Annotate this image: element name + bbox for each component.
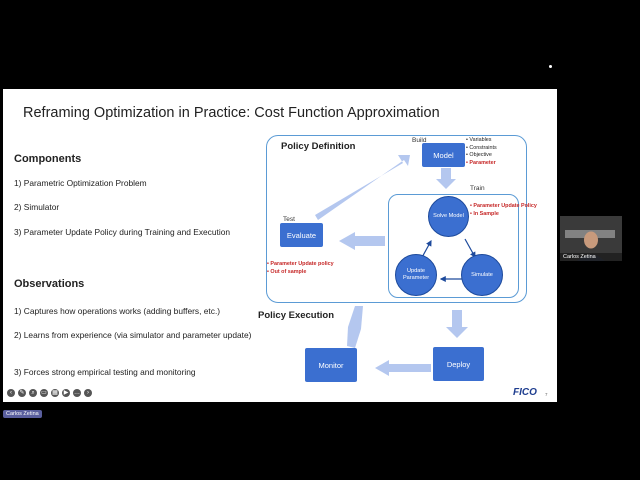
arrow-deploy-to-monitor [375,360,431,376]
evaluate-box: Evaluate [280,223,323,247]
model-list-item-parameter: • Parameter [466,159,496,166]
model-list: • Variables • Constraints • Objective • … [466,137,497,167]
arrow-model-to-solve [436,168,456,189]
model-list-item: • Objective [466,152,492,158]
observation-item-1: 1) Captures how operations works (adding… [14,306,221,316]
policy-definition-container [266,135,527,303]
train-label: Train [470,185,485,192]
evaluate-list: • Parameter Update policy • Out of sampl… [267,261,334,276]
simulate-node: Simulate [461,254,503,296]
evaluate-list-item: • Parameter Update policy [267,261,334,267]
component-item-3: 3) Parameter Update Policy during Traini… [14,227,231,237]
solve-list-item: • Parameter Update Policy [470,203,537,209]
component-item-1: 1) Parametric Optimization Problem [14,178,147,188]
train-container [388,194,519,298]
deploy-box: Deploy [433,347,484,381]
solve-list: • Parameter Update Policy • In Sample [470,203,537,218]
video-participant-name: Carlos Zetina [563,254,596,260]
pen-icon[interactable]: ✎ [18,389,26,397]
arrow-solve-to-simulate [464,238,476,259]
cursor-dot [549,65,552,68]
camera-icon[interactable]: ▶ [62,389,70,397]
diagram-arrows [315,155,476,376]
model-box: Model [422,143,465,167]
solve-model-node: Solve Model [428,196,469,237]
presenter-label: Carlos Zetina [3,410,42,418]
observations-heading: Observations [14,278,85,290]
build-label: Build [412,137,427,144]
fico-logo: FICO [513,387,537,398]
slide-title: Reframing Optimization in Practice: Cost… [23,105,440,121]
components-heading: Components [14,153,82,165]
more-icon[interactable]: … [73,389,81,397]
solve-list-item: • In Sample [470,210,499,217]
presenter-video-tile[interactable]: FICO WORLD MAY 16-19, 2023 Carlos Zetina [560,216,622,261]
arrow-train-to-evaluate [339,232,385,250]
policy-execution-label: Policy Execution [258,310,335,321]
presentation-slide: Reframing Optimization in Practice: Cost… [3,89,557,402]
observation-item-3: 3) Forces strong empirical testing and m… [14,367,196,377]
zoom-icon[interactable]: ⌕ [29,389,37,397]
model-list-item: • Constraints [466,144,497,151]
slides-icon[interactable]: ▦ [51,389,59,397]
video-name-bar: Carlos Zetina [560,253,622,261]
arrow-train-to-deploy [446,310,468,338]
arrow-evaluate-to-monitor [347,306,363,348]
model-list-item: • Variables [466,137,492,143]
slide-toolbar: ‹ ✎ ⌕ ▭ ▦ ▶ … › [7,389,92,397]
back-icon[interactable]: ‹ [7,389,15,397]
component-item-2: 2) Simulator [14,202,60,212]
update-parameter-node: Update Parameter [395,254,437,296]
observation-item-2: 2) Learns from experience (via simulator… [14,330,252,340]
captions-icon[interactable]: ▭ [40,389,48,397]
forward-icon[interactable]: › [84,389,92,397]
test-label: Test [283,216,295,223]
evaluate-list-item: • Out of sample [267,268,307,275]
monitor-box: Monitor [305,348,357,382]
slide-number: 7 [545,392,548,397]
policy-definition-label: Policy Definition [281,141,356,152]
arrow-evaluate-to-model [315,155,410,220]
